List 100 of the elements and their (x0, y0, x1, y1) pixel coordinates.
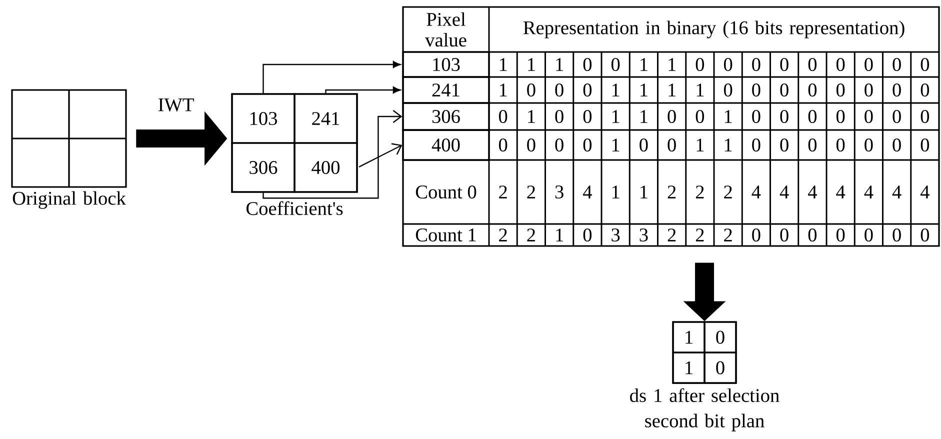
table-cell: 4 (583, 186, 592, 198)
table-cell: 3 (555, 186, 564, 198)
table-cell: 0 (864, 138, 873, 152)
table-cell: 0 (668, 138, 676, 152)
table-cell: 2 (668, 228, 676, 242)
table-cell: 4 (808, 186, 817, 198)
table-cell: 1 (500, 84, 507, 96)
table-cell: 2 (724, 228, 732, 242)
table-cell: 0 (808, 138, 817, 152)
table-cell: 0 (836, 138, 845, 152)
table-cell: 1 (528, 58, 535, 71)
table-cell: 1 (612, 138, 620, 152)
table-cell: 0 (780, 58, 788, 72)
table-cell: 306 (402, 102, 490, 131)
table-cell: 0 (808, 58, 817, 72)
table-cell: 0 (920, 58, 930, 72)
table-cell: 0 (920, 83, 930, 97)
table-cell: 0 (892, 83, 901, 97)
table-cell: Representation in binary (16 bits representation) (523, 20, 904, 38)
table-cell: 0 (583, 228, 592, 242)
table-cell: 0 (920, 110, 930, 124)
table-cell: 0 (583, 110, 592, 124)
table-cell: 0 (752, 58, 760, 72)
table-cell: 241 (402, 76, 490, 104)
table-cell: Count 0 (416, 185, 476, 199)
table-cell: 1 (724, 110, 732, 123)
table-cell: 0 (780, 110, 788, 124)
table-cell: 0 (780, 138, 788, 152)
table-cell: 0 (752, 83, 760, 97)
table-cell: 0 (555, 138, 564, 152)
table-cell: 0 (752, 110, 760, 124)
table-cell: 2 (499, 228, 507, 242)
table-cell: 0 (724, 58, 732, 72)
table-cell: 0 (583, 83, 592, 97)
grid-cell: 241 (294, 93, 358, 144)
table-cell: 0 (527, 83, 536, 97)
table-cell: 1 (612, 186, 620, 198)
table-cell: 1 (528, 110, 535, 123)
table-cell: 4 (892, 186, 902, 198)
table-cell: 0 (864, 58, 873, 72)
table-cell: 1 (640, 58, 648, 71)
grid-cell: 0 (704, 352, 737, 384)
table-cell: 2 (527, 186, 535, 198)
table-cell: 1 (640, 110, 648, 123)
table-cell: 400 (402, 129, 490, 161)
table-cell: 1 (640, 84, 648, 96)
table-cell: 1 (668, 58, 676, 71)
arrow (325, 86, 401, 94)
table-cell: 0 (892, 110, 901, 124)
table-cell: 1 (724, 138, 732, 152)
binary-table (402, 6, 940, 247)
table-cell: 1 (556, 58, 563, 71)
table-cell: 2 (527, 228, 535, 242)
table-cell: Pixel value (425, 12, 466, 47)
table-cell: 0 (498, 110, 508, 124)
arrow (262, 110, 402, 199)
table-cell: 0 (780, 83, 788, 97)
table-cell: 3 (640, 228, 648, 242)
grid-cell: 1 (672, 352, 706, 384)
table-cell: 0 (555, 83, 564, 97)
table-cell: 1 (612, 110, 620, 123)
table-cell: 0 (696, 110, 704, 124)
table-cell: 1 (696, 84, 704, 96)
table-cell: 1 (556, 228, 563, 242)
table-cell: 0 (920, 138, 930, 152)
table-cell: 0 (555, 110, 564, 124)
table-cell: 2 (499, 186, 507, 198)
table-cell: 1 (640, 186, 648, 198)
table-cell: 0 (640, 138, 648, 152)
table-cell: 0 (920, 228, 930, 242)
table-cell: 0 (808, 110, 817, 124)
table-cell: 0 (864, 228, 873, 242)
edge-label: IWT (158, 98, 194, 112)
grid-cell: 0 (704, 321, 737, 354)
grid-cell: 400 (294, 142, 358, 193)
table-cell: Count 1 (416, 228, 476, 242)
node-label: Coefficient's (246, 201, 343, 216)
table-cell: 0 (864, 83, 873, 97)
table-cell: 0 (836, 83, 845, 97)
grid-cell: 306 (231, 142, 296, 193)
table-cell: 2 (668, 186, 676, 198)
table-cell: 0 (836, 228, 845, 242)
table-cell: 0 (611, 58, 620, 72)
table-cell: 0 (892, 58, 901, 72)
table-cell: 1 (500, 58, 507, 71)
table-cell: 0 (780, 228, 788, 242)
arrow (358, 143, 402, 168)
table-cell: 103 (402, 51, 490, 78)
table-cell: 2 (696, 186, 704, 198)
table-cell: 0 (668, 110, 676, 124)
table-cell: 1 (612, 84, 620, 96)
table-cell: 0 (527, 138, 536, 152)
table-cell: 0 (808, 83, 817, 97)
grid-cell: 1 (672, 321, 706, 354)
table-cell: 0 (498, 138, 508, 152)
table-cell: 0 (808, 228, 817, 242)
table-cell: 0 (836, 110, 845, 124)
table-cell: 4 (752, 186, 761, 198)
table-cell: 4 (836, 186, 846, 198)
table-cell: 2 (696, 228, 704, 242)
